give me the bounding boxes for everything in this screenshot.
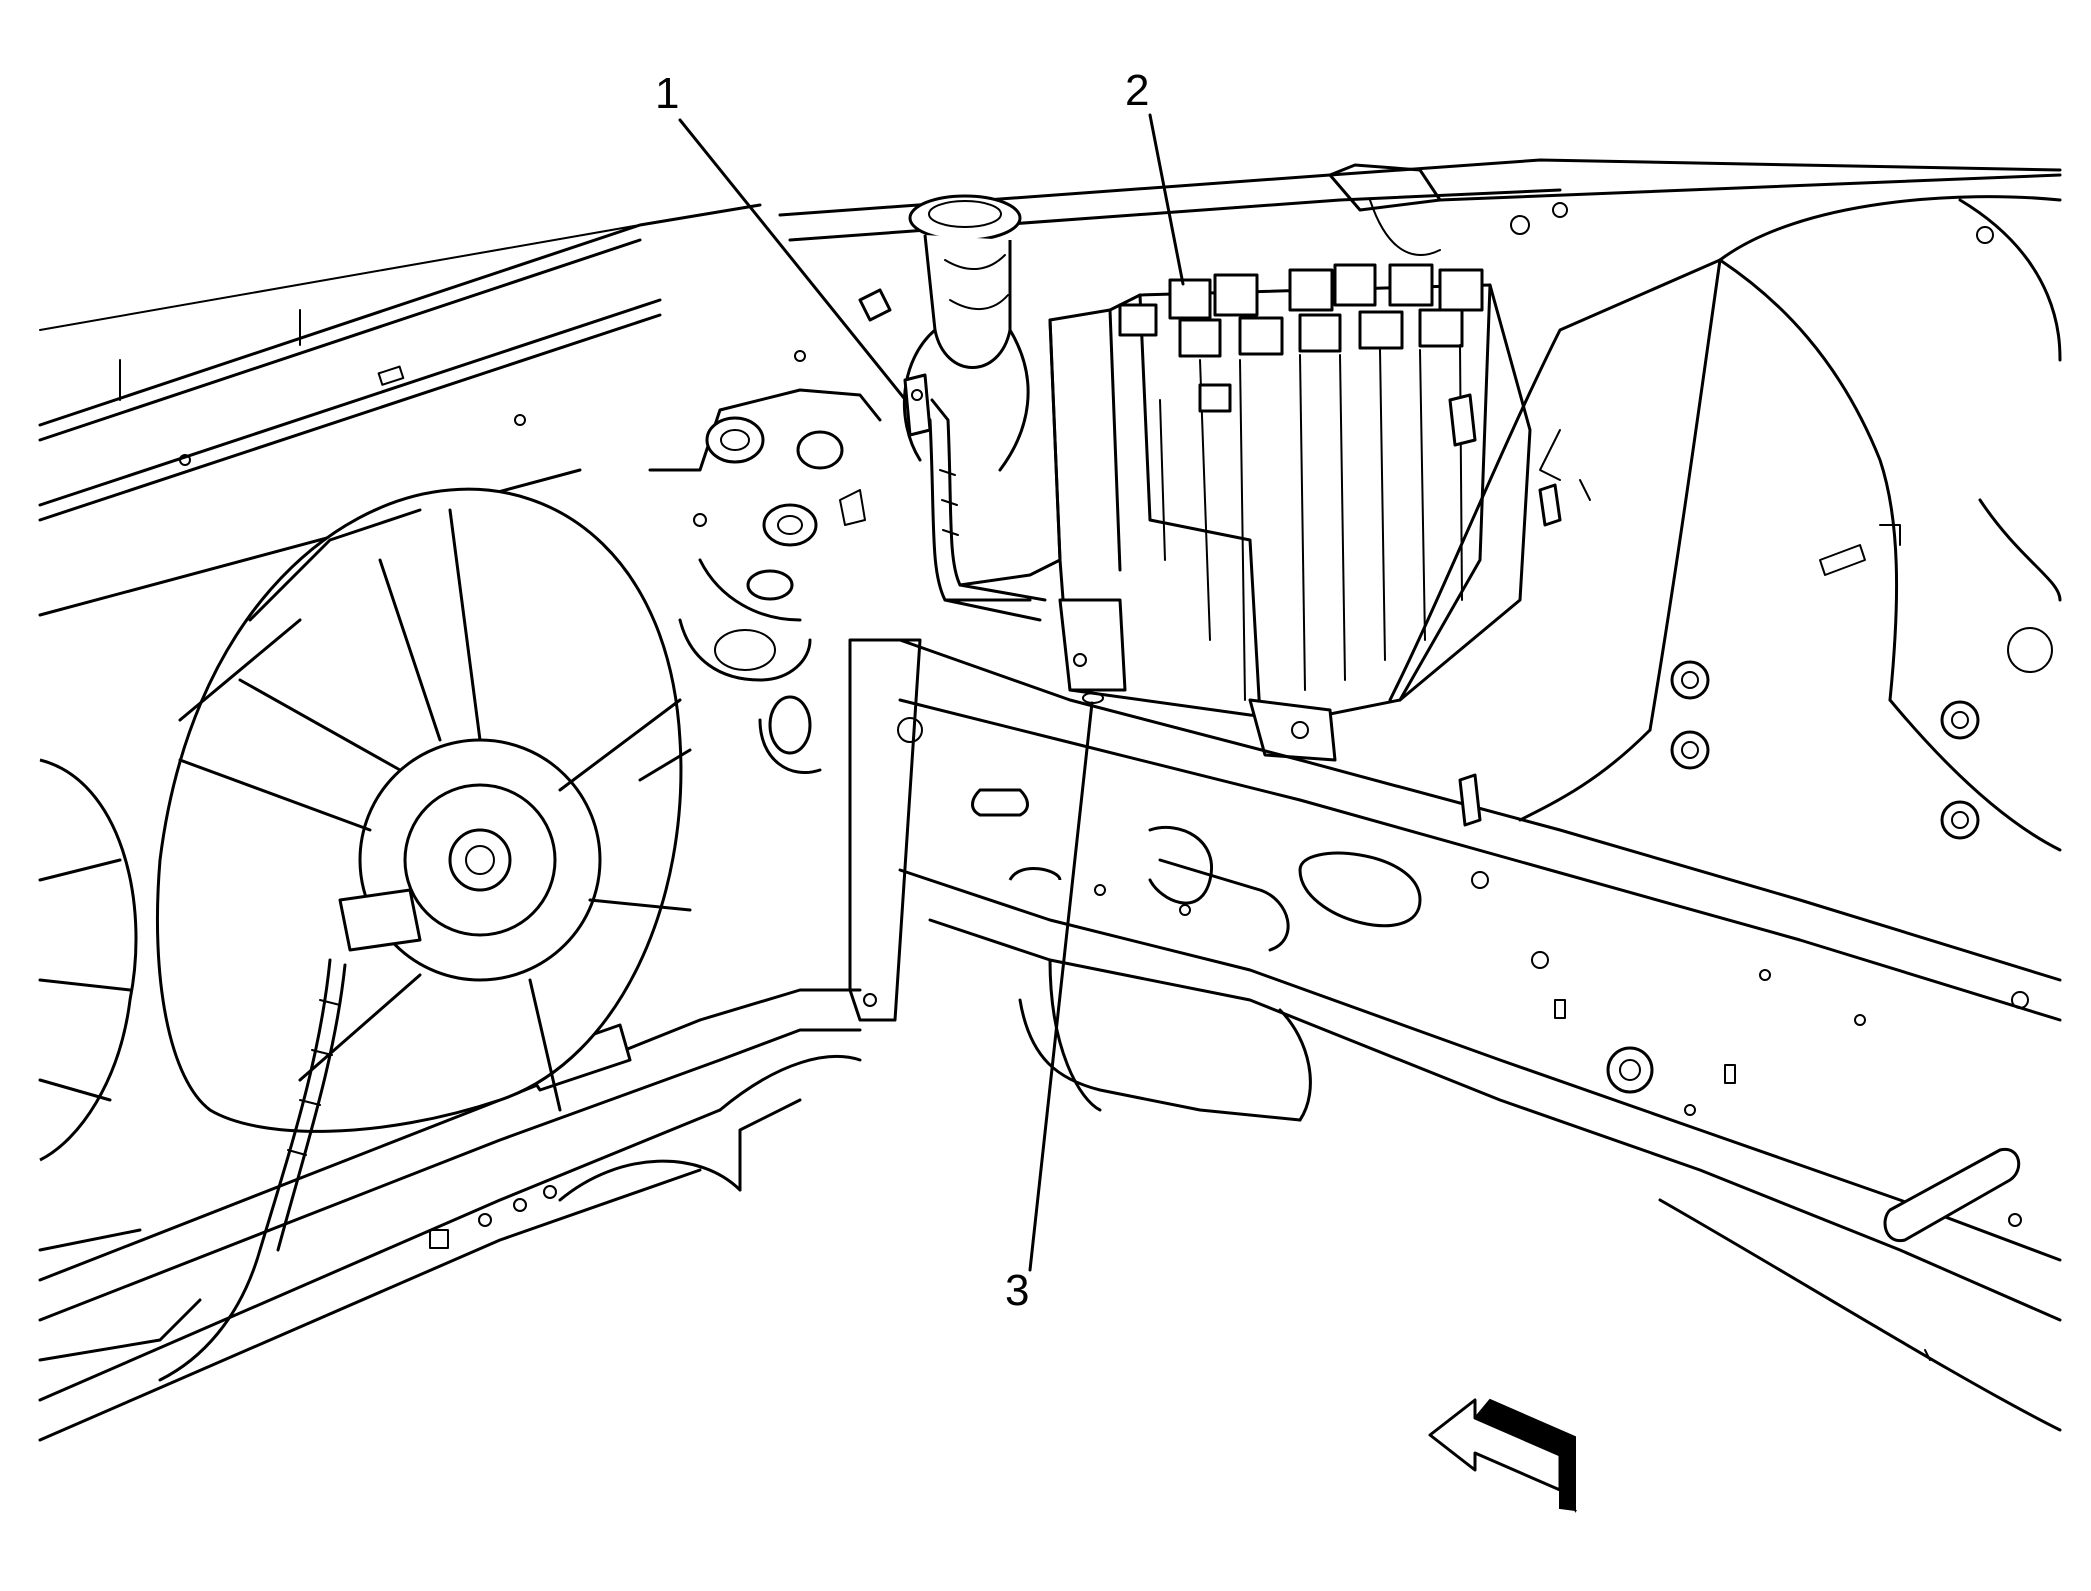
view-direction-arrow-icon [1428, 1398, 1578, 1513]
wiring-harness [848, 398, 1062, 1022]
radiator-support-upper [38, 203, 762, 617]
coolant-reservoir [902, 194, 1030, 472]
battery-tray-area [558, 998, 1312, 1202]
callout-1: 1 [655, 69, 932, 437]
callout-1-label: 1 [655, 69, 679, 118]
wheelhouse-panel [1388, 258, 2062, 852]
engine-components-center [638, 288, 892, 782]
callout-3: 3 [1005, 692, 1104, 1315]
callout-2: 2 [1125, 66, 1185, 286]
fuse-block [1048, 263, 1532, 762]
frame-rail [897, 638, 2062, 1432]
callout-2-label: 2 [1125, 66, 1149, 115]
callout-3-label: 3 [1005, 1266, 1029, 1315]
cooling-fan-shroud [38, 487, 692, 1382]
